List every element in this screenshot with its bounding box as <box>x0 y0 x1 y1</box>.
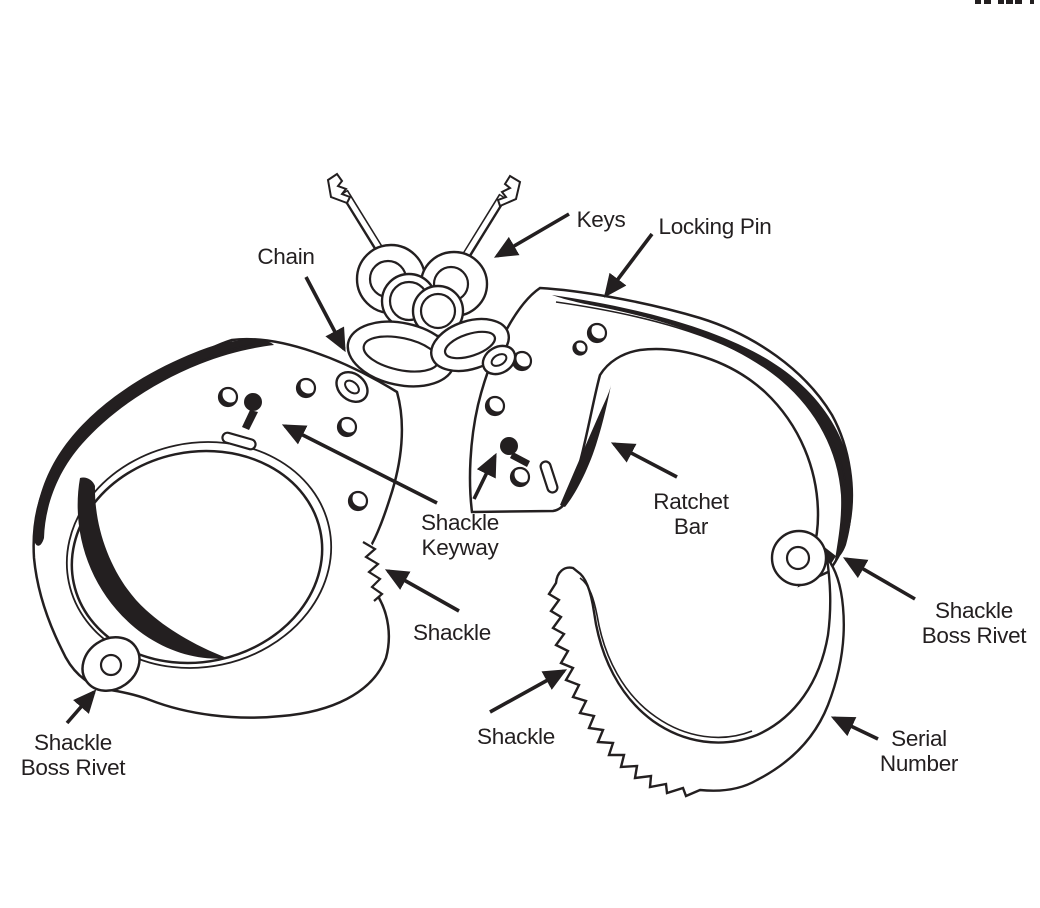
arrow-keyway-left <box>281 424 438 505</box>
label-boss-rivet-left-line1: Shackle <box>34 730 112 755</box>
label-boss-rivet-left-line2: Boss Rivet <box>20 755 126 780</box>
label-shackle-left-text: Shackle <box>413 620 491 645</box>
cropped-text-fragment <box>975 0 1034 4</box>
arrow-boss-rivet-right <box>842 557 916 601</box>
arrow-shackle-bottom <box>489 669 568 714</box>
label-boss-rivet-right-line2: Boss Rivet <box>921 623 1027 648</box>
callout-arrows <box>65 212 916 741</box>
label-shackle-left: Shackle <box>413 620 491 645</box>
arrow-boss-rivet-left <box>65 689 97 725</box>
label-ratchet-bar: Ratchet Bar <box>653 489 729 539</box>
label-shackle-bottom-text: Shackle <box>477 724 555 749</box>
label-serial-number-line1: Serial <box>891 726 947 751</box>
right-keyway <box>500 437 530 467</box>
label-ratchet-bar-line2: Bar <box>673 514 709 539</box>
label-serial-number: Serial Number <box>879 726 959 776</box>
arrow-shackle-left <box>384 569 460 613</box>
label-shackle-bottom: Shackle <box>477 724 555 749</box>
label-locking-pin: Locking Pin <box>658 214 771 239</box>
label-keys: Keys <box>577 207 626 232</box>
arrow-keyway-right <box>472 452 497 500</box>
left-keyway <box>242 393 262 430</box>
label-serial-number-line2: Number <box>879 751 959 776</box>
label-shackle-keyway-line1: Shackle <box>421 510 499 535</box>
right-cuff-illustration <box>468 286 854 588</box>
chain-illustration <box>335 317 517 403</box>
label-keys-text: Keys <box>576 207 626 232</box>
left-cuff-illustration <box>32 337 404 719</box>
label-shackle-keyway-line2: Keyway <box>421 535 499 560</box>
label-shackle-keyway: Shackle Keyway <box>421 510 499 560</box>
label-boss-rivet-right-line1: Shackle <box>935 598 1013 623</box>
label-shackle-boss-rivet-left: Shackle Boss Rivet <box>21 730 126 780</box>
label-chain-text: Chain <box>257 244 315 269</box>
label-chain: Chain <box>257 244 315 269</box>
arrow-locking-pin <box>603 232 654 298</box>
arrow-keys <box>493 212 570 258</box>
label-shackle-boss-rivet-right: Shackle Boss Rivet <box>922 598 1027 648</box>
label-locking-pin-text: Locking Pin <box>658 214 772 239</box>
arrow-serial-number <box>830 716 879 741</box>
right-shackle-illustration <box>547 529 845 798</box>
keys-illustration <box>326 172 522 338</box>
label-ratchet-bar-line1: Ratchet <box>653 489 729 514</box>
arrow-ratchet-bar <box>610 442 678 479</box>
arrow-chain <box>304 276 346 353</box>
